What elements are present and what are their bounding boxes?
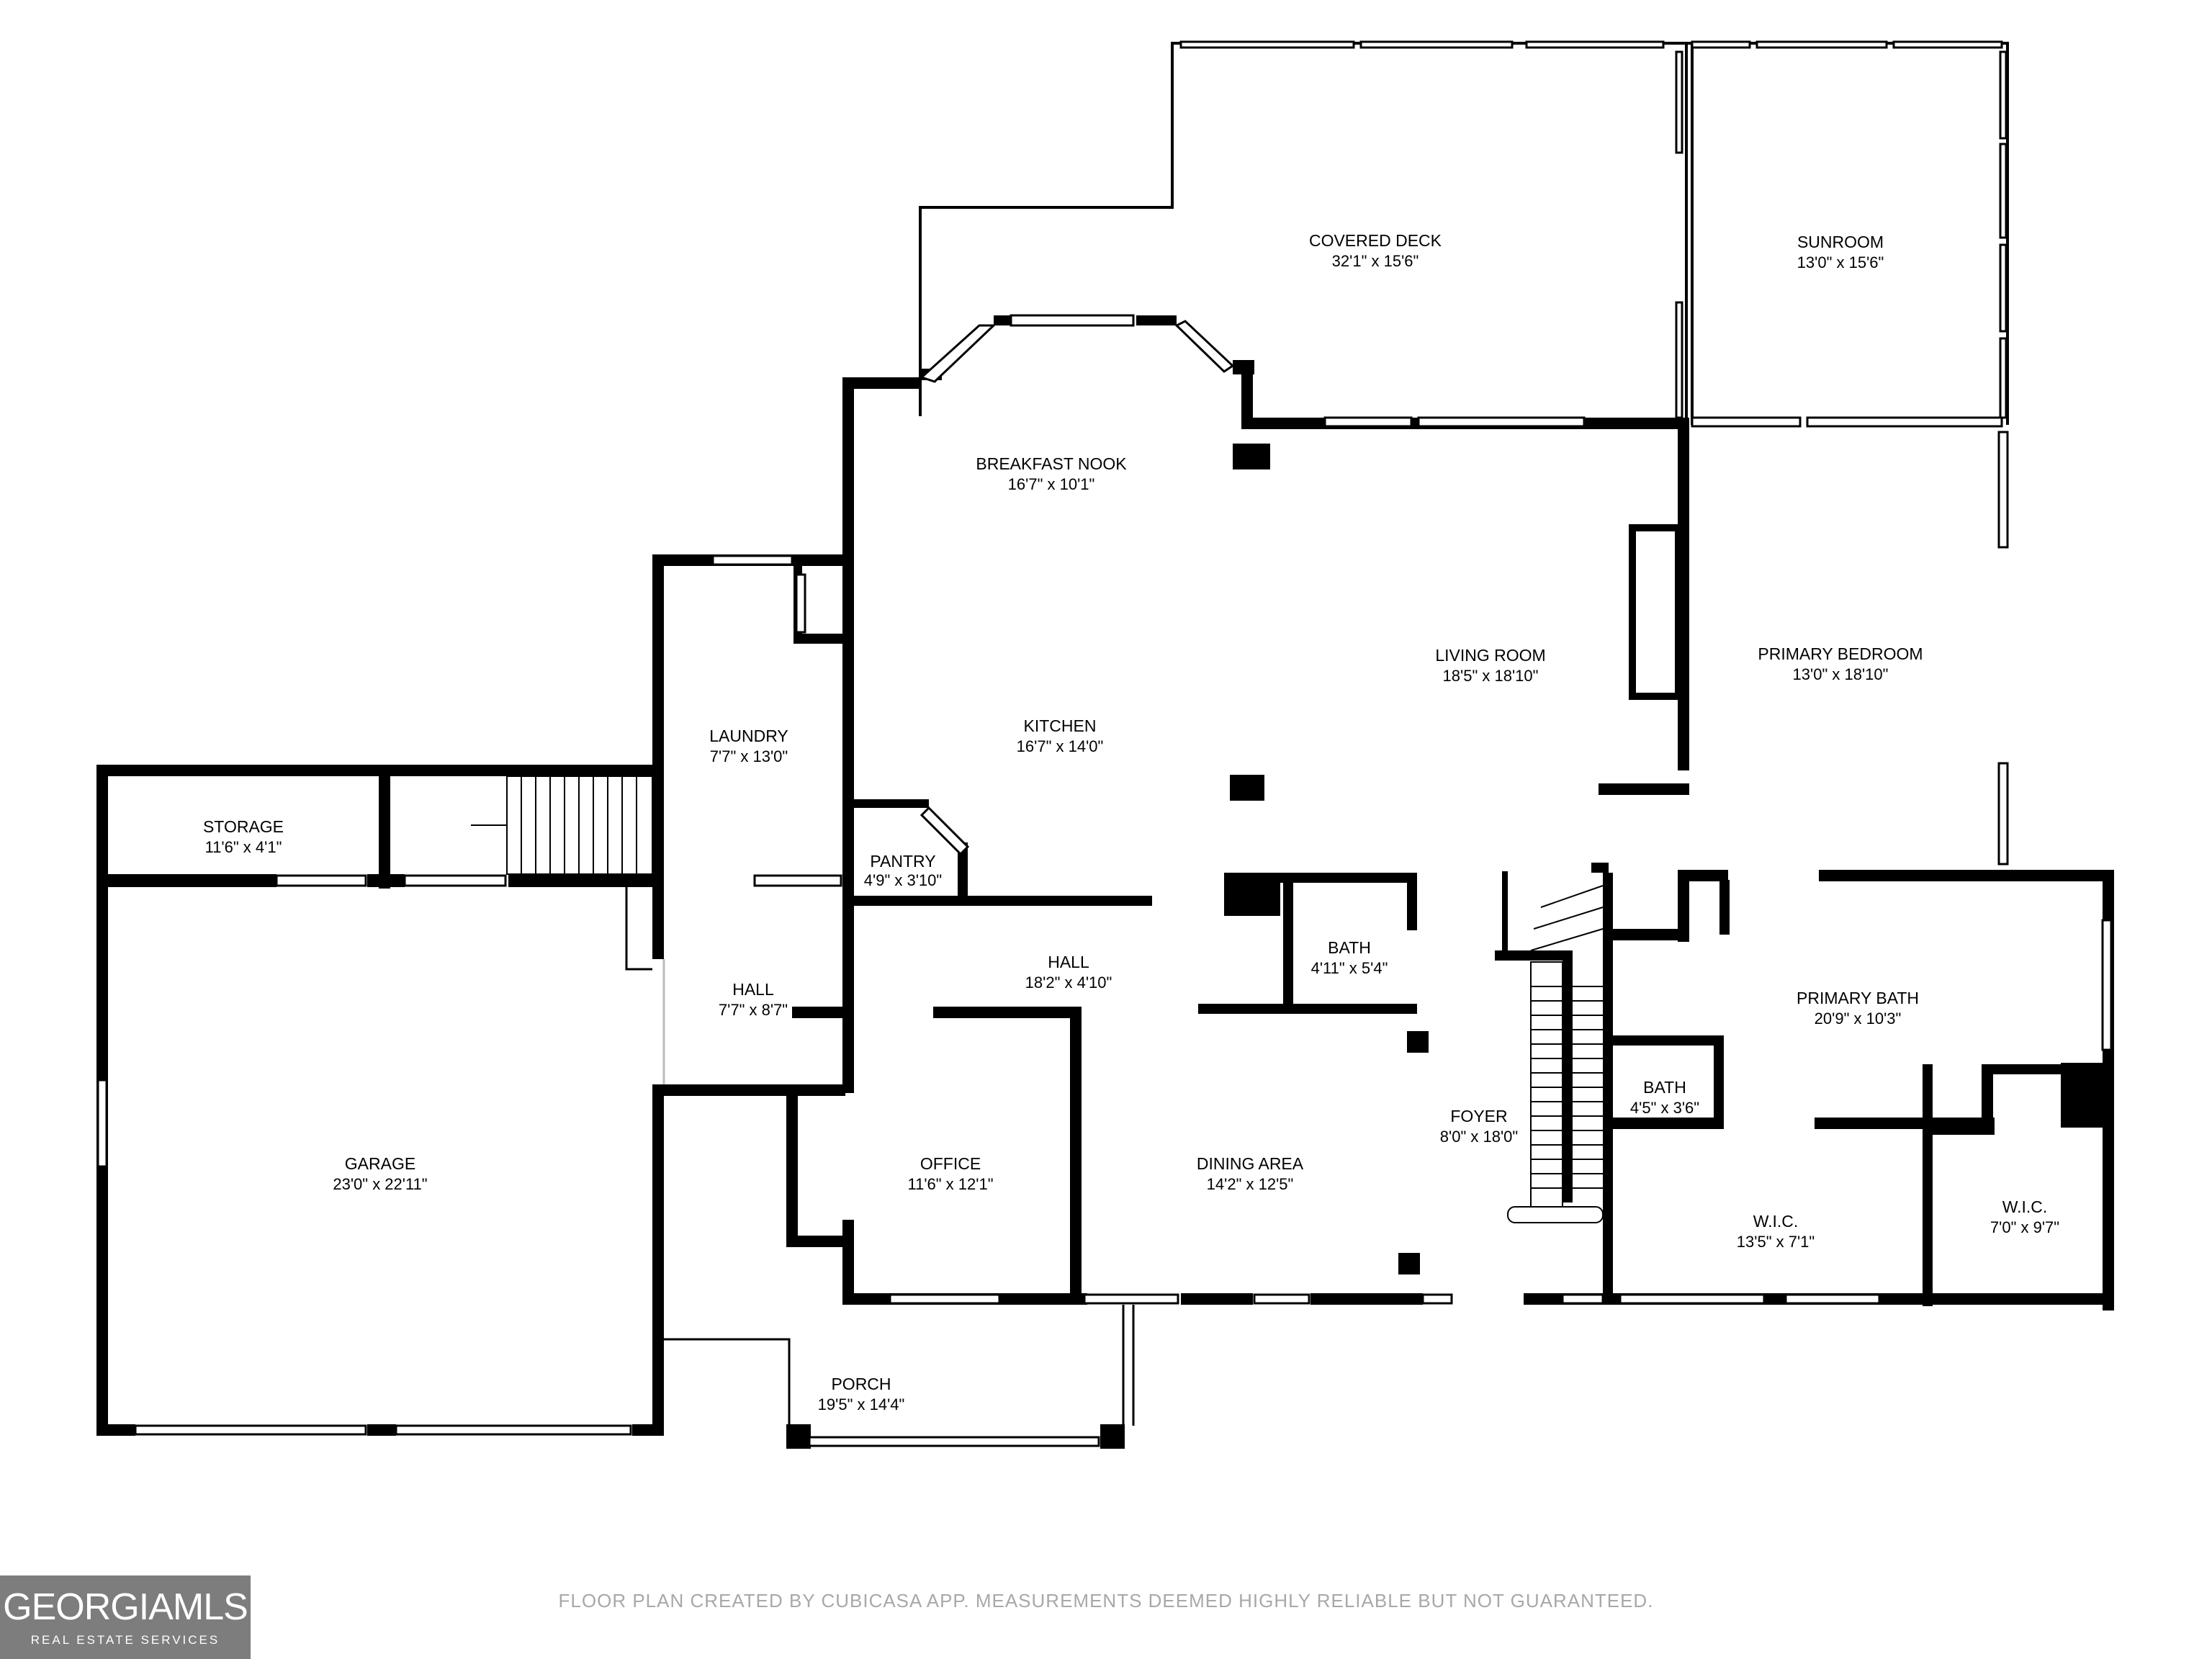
room-label-hall-center: HALL 18'2" x 4'10" [1025,953,1112,992]
stair-upper [471,775,653,875]
svg-text:7'7" x 8'7": 7'7" x 8'7" [719,1001,788,1019]
room-label-bath-main: BATH 4'11" x 5'4" [1311,938,1388,977]
room-label-wic-left: W.I.C. 13'5" x 7'1" [1737,1212,1815,1251]
room-label-foyer: FOYER 8'0" x 18'0" [1440,1107,1518,1146]
svg-text:LAUNDRY: LAUNDRY [709,727,788,745]
room-label-garage: GARAGE 23'0" x 22'11" [333,1154,427,1193]
svg-text:STORAGE: STORAGE [203,817,284,836]
svg-text:14'2" x 12'5": 14'2" x 12'5" [1207,1175,1294,1193]
room-label-breakfast-nook: BREAKFAST NOOK 16'7" x 10'1" [976,454,1127,493]
svg-text:18'5" x 18'10": 18'5" x 18'10" [1443,667,1539,685]
svg-text:LIVING ROOM: LIVING ROOM [1435,646,1545,665]
room-label-dining-area: DINING AREA 14'2" x 12'5" [1197,1154,1304,1193]
svg-text:11'6" x 12'1": 11'6" x 12'1" [907,1175,993,1193]
svg-text:BREAKFAST NOOK: BREAKFAST NOOK [976,454,1127,473]
svg-text:11'6" x 4'1": 11'6" x 4'1" [205,838,282,856]
svg-text:FOYER: FOYER [1450,1107,1507,1125]
svg-text:GARAGE: GARAGE [345,1154,415,1173]
footer-disclaimer: FLOOR PLAN CREATED BY CUBICASA APP. MEAS… [559,1590,1654,1611]
svg-text:32'1" x 15'6": 32'1" x 15'6" [1332,252,1419,270]
thin-lines [625,320,1235,1426]
room-label-storage: STORAGE 11'6" x 4'1" [203,817,284,856]
svg-text:4'5" x 3'6": 4'5" x 3'6" [1630,1099,1699,1117]
svg-text:BATH: BATH [1328,938,1371,957]
svg-text:20'9" x 10'3": 20'9" x 10'3" [1815,1010,1902,1028]
svg-text:OFFICE: OFFICE [920,1154,981,1173]
svg-text:COVERED DECK: COVERED DECK [1309,231,1442,250]
room-label-living-room: LIVING ROOM 18'5" x 18'10" [1435,646,1545,685]
svg-text:W.I.C.: W.I.C. [2002,1197,2048,1216]
room-label-primary-bath: PRIMARY BATH 20'9" x 10'3" [1797,989,1919,1028]
room-label-porch: PORCH 19'5" x 14'4" [818,1375,905,1413]
room-label-kitchen: KITCHEN 16'7" x 14'0" [1017,716,1104,755]
svg-text:W.I.C.: W.I.C. [1753,1212,1799,1231]
room-label-pantry: PANTRY 4'9" x 3'10" [864,852,942,889]
stair-foyer [1507,885,1604,1223]
room-label-covered-deck: COVERED DECK 32'1" x 15'6" [1309,231,1442,270]
room-label-office: OFFICE 11'6" x 12'1" [907,1154,993,1193]
svg-text:HALL: HALL [1048,953,1089,971]
svg-text:16'7" x 14'0": 16'7" x 14'0" [1017,737,1104,755]
room-label-sunroom: SUNROOM 13'0" x 15'6" [1797,233,1884,271]
svg-text:PORCH: PORCH [831,1375,891,1393]
svg-text:DINING AREA: DINING AREA [1197,1154,1304,1173]
room-label-bath-small: BATH 4'5" x 3'6" [1630,1078,1699,1117]
svg-text:7'7" x 13'0": 7'7" x 13'0" [710,747,788,765]
svg-text:SUNROOM: SUNROOM [1797,233,1884,251]
svg-text:BATH: BATH [1643,1078,1686,1097]
svg-text:PRIMARY BEDROOM: PRIMARY BEDROOM [1758,644,1923,663]
svg-text:4'11" x 5'4": 4'11" x 5'4" [1311,959,1388,977]
logo-tagline: REAL ESTATE SERVICES [30,1633,220,1647]
svg-text:8'0" x 18'0": 8'0" x 18'0" [1440,1128,1518,1146]
svg-text:13'0" x 15'6": 13'0" x 15'6" [1797,253,1884,271]
room-label-wic-right: W.I.C. 7'0" x 9'7" [1990,1197,2059,1236]
georgiamls-logo: GEORGIAMLS REAL ESTATE SERVICES [0,1575,251,1659]
windows [96,40,2113,1447]
walls [96,315,2114,1449]
svg-text:KITCHEN: KITCHEN [1024,716,1097,735]
logo-wordmark: GEORGIAMLS [3,1586,248,1628]
svg-text:13'5" x 7'1": 13'5" x 7'1" [1737,1233,1815,1251]
svg-text:18'2" x 4'10": 18'2" x 4'10" [1025,974,1112,992]
room-label-primary-bedroom: PRIMARY BEDROOM 13'0" x 18'10" [1758,644,1923,683]
svg-text:PRIMARY BATH: PRIMARY BATH [1797,989,1919,1007]
svg-text:19'5" x 14'4": 19'5" x 14'4" [818,1395,905,1413]
room-label-laundry: LAUNDRY 7'7" x 13'0" [709,727,788,765]
svg-text:13'0" x 18'10": 13'0" x 18'10" [1793,665,1889,683]
svg-text:HALL: HALL [732,980,774,999]
svg-text:23'0" x 22'11": 23'0" x 22'11" [333,1175,427,1193]
deck-outline [919,42,2009,425]
svg-text:7'0" x 9'7": 7'0" x 9'7" [1990,1218,2059,1236]
svg-text:PANTRY: PANTRY [870,852,935,871]
svg-text:4'9" x 3'10": 4'9" x 3'10" [864,871,942,889]
room-label-hall-left: HALL 7'7" x 8'7" [719,980,788,1019]
svg-text:16'7" x 10'1": 16'7" x 10'1" [1008,475,1095,493]
